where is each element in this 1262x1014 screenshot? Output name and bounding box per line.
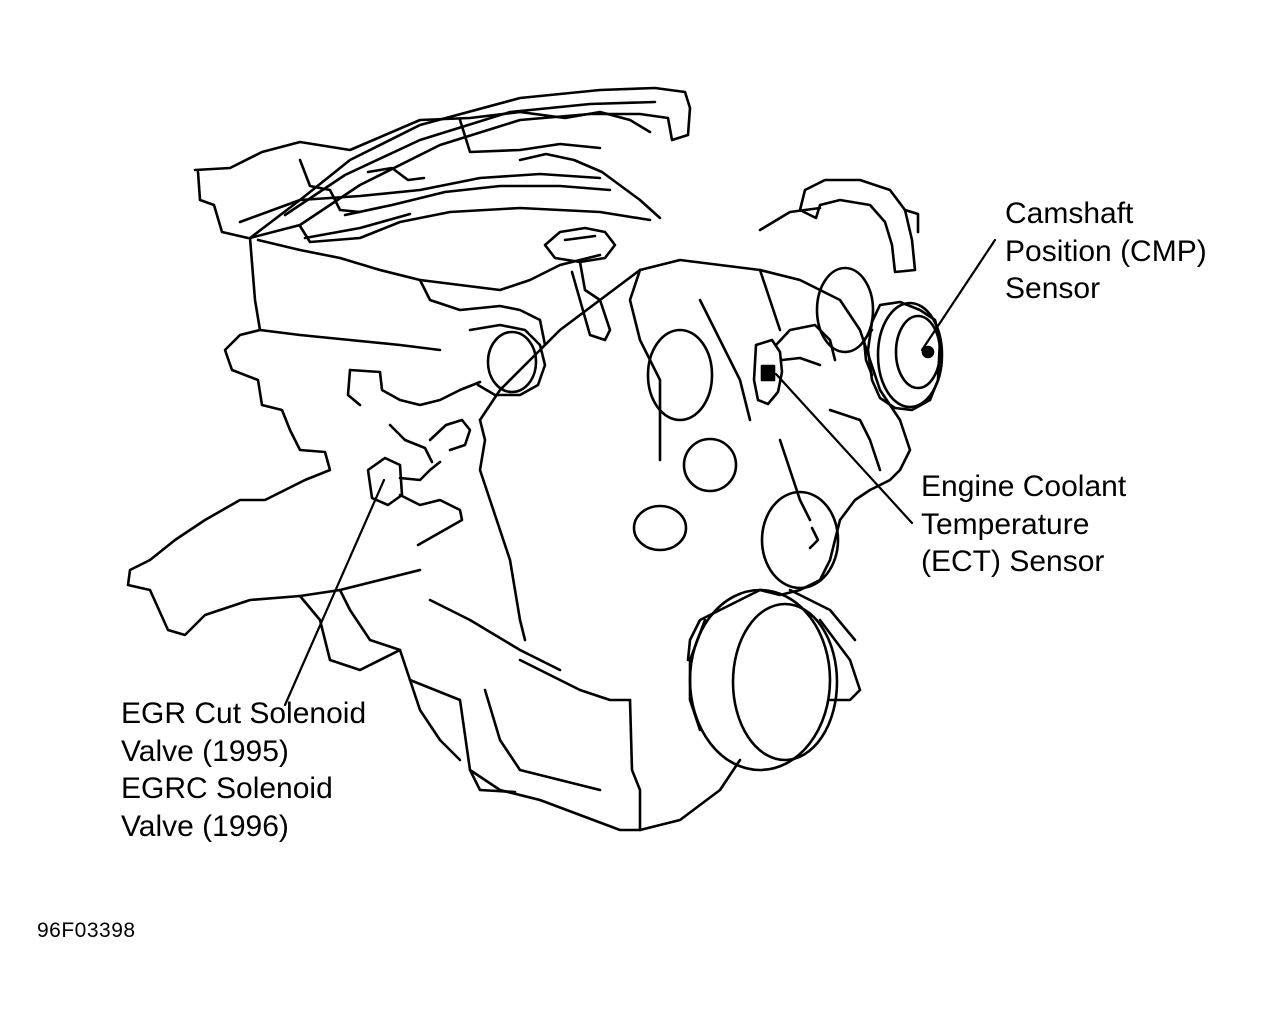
- egr-label-line-2: Valve (1995): [121, 734, 289, 768]
- egr-label-line-4: Valve (1996): [121, 809, 289, 843]
- egr-solenoid-drawing: [366, 418, 472, 547]
- timing-cover: [478, 258, 912, 662]
- egr-label-line-1: EGR Cut Solenoid: [121, 697, 367, 730]
- ect-sensor-label: Engine Coolant Temperature (ECT) Sensor: [921, 468, 1126, 581]
- cmp-label-line-3: Sensor: [1005, 272, 1101, 305]
- leader-egr: [283, 478, 386, 707]
- egr-label-line-3: EGRC Solenoid: [121, 772, 333, 805]
- ect-sensor-drawing: [752, 323, 837, 406]
- engine-block: [126, 236, 862, 832]
- coolant-hose: [758, 178, 920, 274]
- leader-cmp: [920, 238, 997, 352]
- leader-lines: [283, 238, 997, 707]
- intake-runners: [193, 86, 692, 244]
- cover-openings: [632, 266, 875, 590]
- throttle-port: [468, 323, 547, 397]
- egr-valve-label: EGR Cut Solenoid Valve (1995) EGRC Solen…: [121, 695, 366, 845]
- leader-ect: [774, 372, 914, 525]
- cmp-sensor-drawing: [862, 300, 944, 412]
- cmp-label-line-1: Camshaft: [1005, 197, 1134, 230]
- ect-label-line-2: Temperature: [921, 507, 1090, 541]
- crank-pulley: [688, 588, 839, 772]
- cmp-sensor-label: Camshaft Position (CMP) Sensor: [1005, 195, 1207, 308]
- oil-filler-cap: [543, 226, 617, 342]
- cmp-label-line-2: Position (CMP): [1005, 234, 1207, 268]
- figure-id: 96F03398: [37, 919, 136, 942]
- cylinder-head: [256, 238, 602, 407]
- ect-label-line-3: (ECT) Sensor: [921, 545, 1105, 578]
- ect-label-line-1: Engine Coolant: [921, 470, 1127, 503]
